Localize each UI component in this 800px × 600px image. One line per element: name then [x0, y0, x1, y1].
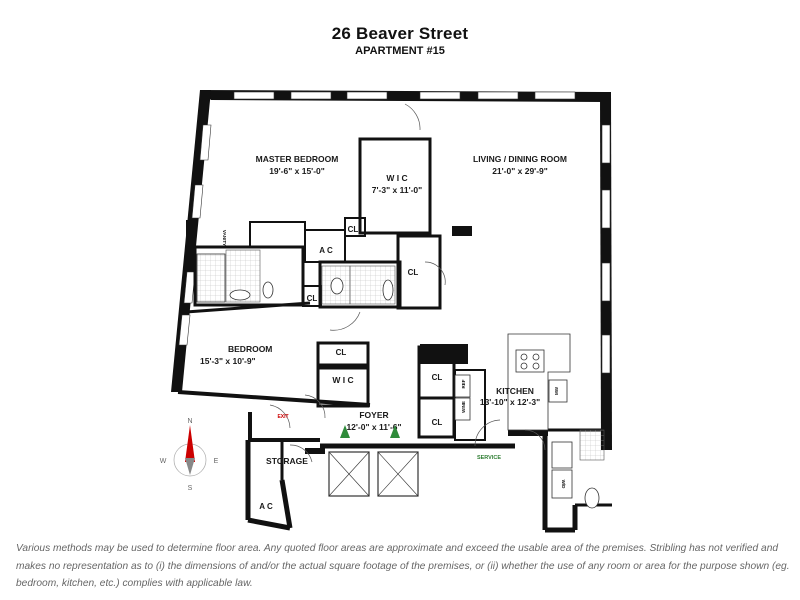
label-ac-1: A C — [319, 246, 333, 255]
room-bedroom-name: BEDROOM — [228, 344, 272, 354]
label-cl-4: CL — [336, 348, 347, 357]
label-cl-5: CL — [432, 373, 443, 382]
compass-e: E — [214, 458, 219, 465]
wall-chunks — [186, 220, 548, 454]
label-mw: MW — [554, 386, 559, 395]
legal-disclaimer: Various methods may be used to determine… — [16, 543, 790, 589]
room-foyer-dims: 12'-0" x 11'-6" — [346, 422, 401, 432]
windows-top — [233, 91, 576, 100]
room-living-dining-dims: 21'-0" x 29'-9" — [492, 166, 548, 176]
interior-walls — [177, 137, 612, 533]
bath-fixtures — [196, 249, 396, 305]
label-ref: REF — [461, 379, 466, 388]
label-w-d: W/D — [561, 480, 566, 489]
room-master-bedroom-dims: 19'-6" x 15'-0" — [269, 166, 325, 176]
compass-w: W — [160, 458, 167, 465]
room-foyer-name: FOYER — [359, 410, 388, 420]
label-vanity: VANITY — [222, 230, 227, 246]
label-service: SERVICE — [477, 455, 501, 461]
entry-arrow-icon — [390, 425, 400, 438]
apartment-number: APARTMENT #15 — [355, 45, 445, 57]
floor-plan: MASTER BEDROOM 19'-6" x 15'-0" W I C 7'-… — [160, 90, 612, 533]
compass-icon: N S W E — [160, 418, 219, 492]
room-kitchen-dims: 13'-10" x 12'-3" — [480, 397, 540, 407]
label-exit: EXIT — [277, 414, 288, 420]
door-swings — [269, 103, 546, 463]
compass-n: N — [187, 418, 192, 425]
windows-right — [601, 124, 611, 374]
room-bedroom-dims: 15'-3" x 10'-9" — [200, 356, 256, 366]
compass-s: S — [188, 485, 193, 492]
elevators — [328, 451, 419, 497]
label-cl-1: CL — [348, 225, 359, 234]
label-cl-2: CL — [408, 268, 419, 277]
room-kitchen-name: KITCHEN — [496, 386, 534, 396]
label-wine: WINE — [461, 401, 466, 413]
entry-arrow-icon — [340, 425, 350, 438]
room-storage-name: STORAGE — [266, 456, 308, 466]
windows-left — [178, 124, 212, 346]
room-living-dining-name: LIVING / DINING ROOM — [473, 154, 567, 164]
label-cl-3: CL — [307, 294, 318, 303]
property-address: 26 Beaver Street — [331, 24, 469, 43]
room-wic-master-name: W I C — [386, 173, 407, 183]
label-ac-2: A C — [259, 502, 273, 511]
label-cl-6: CL — [432, 418, 443, 427]
room-master-bedroom-name: MASTER BEDROOM — [256, 154, 339, 164]
room-wic-bedroom-name: W I C — [332, 375, 353, 385]
kitchen-fixtures — [454, 333, 605, 509]
room-wic-master-dims: 7'-3" x 11'-0" — [372, 185, 422, 195]
